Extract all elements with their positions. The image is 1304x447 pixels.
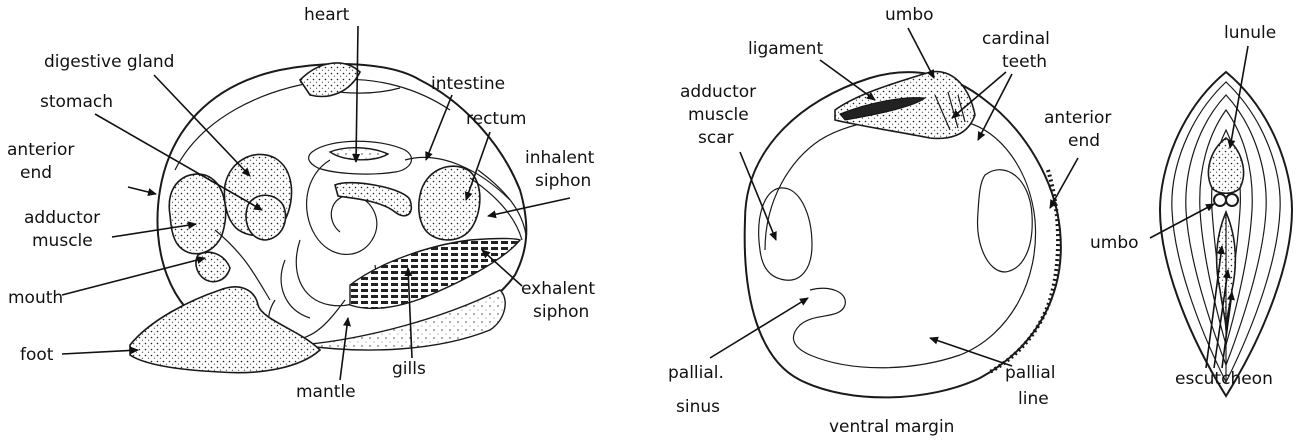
label-exhalent-siphon-2: siphon [533,302,589,322]
label-pallial-line-1: pallial [1005,363,1056,383]
label-exhalent-siphon-1: exhalent [521,279,595,299]
label-mantle: mantle [296,382,356,402]
label-adductor-muscle-1: adductor [24,208,100,228]
label-anterior-end-mid-1: anterior [1044,108,1111,128]
leader-anterior-end [128,187,156,194]
adductor-muscle-shape [169,174,225,254]
posterior-adductor-scar [759,188,812,280]
foot-shape [130,287,320,373]
label-inhalent-siphon-1: inhalent [525,148,595,168]
leader-escutcheon-a [1206,246,1222,368]
pallial-line-path [765,117,1036,367]
leader-intestine [426,95,452,160]
umbo-left [1214,194,1226,206]
label-adductor-muscle-2: muscle [32,231,93,251]
leader-mouth [62,258,205,295]
mouth-palps [196,252,230,281]
label-pallial-sinus-1: pallial. [668,363,724,383]
label-inhalent-siphon-2: siphon [535,171,591,191]
leader-inhalent-siphon [488,198,570,216]
umbo-right [1226,194,1238,206]
label-escutcheon: escutcheon [1175,369,1273,389]
label-anterior-end-2: end [20,163,52,183]
stomach-shape [246,195,286,240]
label-anterior-end-1: anterior [7,140,74,160]
leader-anterior-end-mid [1050,158,1078,208]
label-adductor-scar-1: adductor [680,82,756,102]
label-pallial-sinus-2: sinus [676,397,720,417]
umbo-region [300,63,360,96]
label-umbo-right: umbo [1090,233,1139,253]
label-adductor-scar-2: muscle [688,105,749,125]
label-cardinal-teeth-2: teeth [1002,52,1047,72]
label-heart: heart [304,5,350,25]
label-anterior-end-mid-2: end [1068,131,1100,151]
leader-umbo-mid [908,28,934,78]
lunule-shape [1208,138,1243,193]
label-adductor-scar-3: scar [698,128,734,148]
label-rectum: rectum [466,109,526,129]
label-intestine: intestine [431,74,505,94]
leader-pallial-line [930,338,1012,366]
leader-cardinal-teeth-b [978,74,1012,140]
label-ventral-margin: ventral margin [829,417,954,437]
label-foot: foot [20,345,54,365]
label-pallial-line-2: line [1018,389,1049,409]
label-ligament: ligament [748,39,823,59]
label-mouth: mouth [8,288,63,308]
leader-pallial-sinus [710,298,808,358]
label-cardinal-teeth-1: cardinal [982,29,1050,49]
label-umbo-mid: umbo [885,5,934,25]
shell-interior-figure [745,72,1061,398]
leader-foot [62,350,138,354]
label-stomach: stomach [40,92,113,112]
shell-dorsal-figure [1160,72,1292,396]
posterior-adductor-shape [419,166,480,240]
label-digestive-gland: digestive gland [44,52,174,72]
shell-interior-labels: umbo ligament cardinal teeth adductor mu… [668,5,1111,437]
anterior-adductor-scar [978,170,1033,272]
label-gills: gills [392,359,426,379]
label-lunule: lunule [1224,23,1276,43]
